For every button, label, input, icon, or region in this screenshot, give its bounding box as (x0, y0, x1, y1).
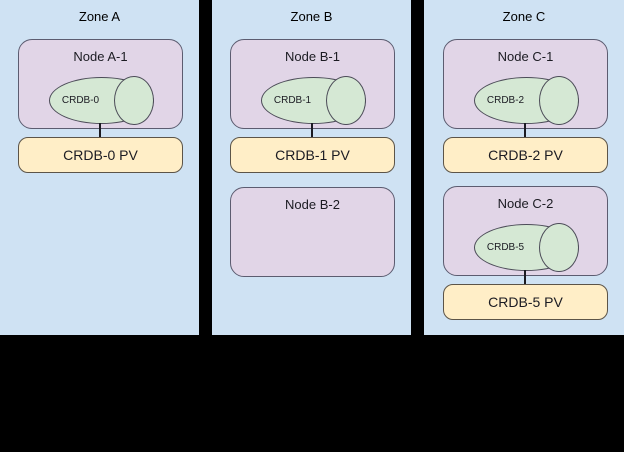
zone-a[interactable]: Zone A Node A-1 CRDB-0 CRDB-0 PV (0, 0, 199, 335)
database-cylinder-crdb-0[interactable]: CRDB-0 (49, 76, 154, 125)
cylinder-cap (114, 76, 154, 125)
database-label: CRDB-5 (486, 241, 525, 253)
node-b-2-title: Node B-2 (285, 197, 340, 212)
cylinder-cap (326, 76, 366, 125)
zone-b-title: Zone B (290, 9, 333, 24)
pv-label: CRDB-5 PV (488, 294, 563, 310)
cylinder-cap (539, 223, 579, 272)
pv-crdb-2[interactable]: CRDB-2 PV (443, 137, 608, 173)
zone-c-title: Zone C (502, 9, 546, 24)
node-c-1[interactable]: Node C-1 CRDB-2 (443, 39, 608, 129)
node-a-1-title: Node A-1 (73, 49, 128, 64)
zone-c[interactable]: Zone C Node C-1 CRDB-2 CRDB-2 PV Node C-… (424, 0, 624, 335)
database-label: CRDB-1 (273, 94, 312, 106)
pv-crdb-0[interactable]: CRDB-0 PV (18, 137, 183, 173)
zone-b[interactable]: Zone B Node B-1 CRDB-1 CRDB-1 PV Node B-… (212, 0, 411, 335)
node-b-1-title: Node B-1 (285, 49, 340, 64)
connector-node-c-1-to-pv (524, 123, 526, 138)
connector-node-b-1-to-pv (311, 123, 313, 138)
node-b-1[interactable]: Node B-1 CRDB-1 (230, 39, 395, 129)
node-a-1[interactable]: Node A-1 CRDB-0 (18, 39, 183, 129)
pv-crdb-5[interactable]: CRDB-5 PV (443, 284, 608, 320)
database-label: CRDB-0 (61, 94, 100, 106)
database-cylinder-crdb-2[interactable]: CRDB-2 (474, 76, 579, 125)
cylinder-cap (539, 76, 579, 125)
database-label: CRDB-2 (486, 94, 525, 106)
connector-node-a-1-to-pv (99, 123, 101, 138)
connector-node-c-2-to-pv (524, 270, 526, 285)
pv-label: CRDB-2 PV (488, 147, 563, 163)
node-c-1-title: Node C-1 (497, 49, 554, 64)
database-cylinder-crdb-1[interactable]: CRDB-1 (261, 76, 366, 125)
pv-crdb-1[interactable]: CRDB-1 PV (230, 137, 395, 173)
node-b-2[interactable]: Node B-2 (230, 187, 395, 277)
pv-label: CRDB-0 PV (63, 147, 138, 163)
database-cylinder-crdb-5[interactable]: CRDB-5 (474, 223, 579, 272)
node-c-2[interactable]: Node C-2 CRDB-5 (443, 186, 608, 276)
node-c-2-title: Node C-2 (497, 196, 554, 211)
pv-label: CRDB-1 PV (275, 147, 350, 163)
zone-a-title: Zone A (78, 9, 121, 24)
